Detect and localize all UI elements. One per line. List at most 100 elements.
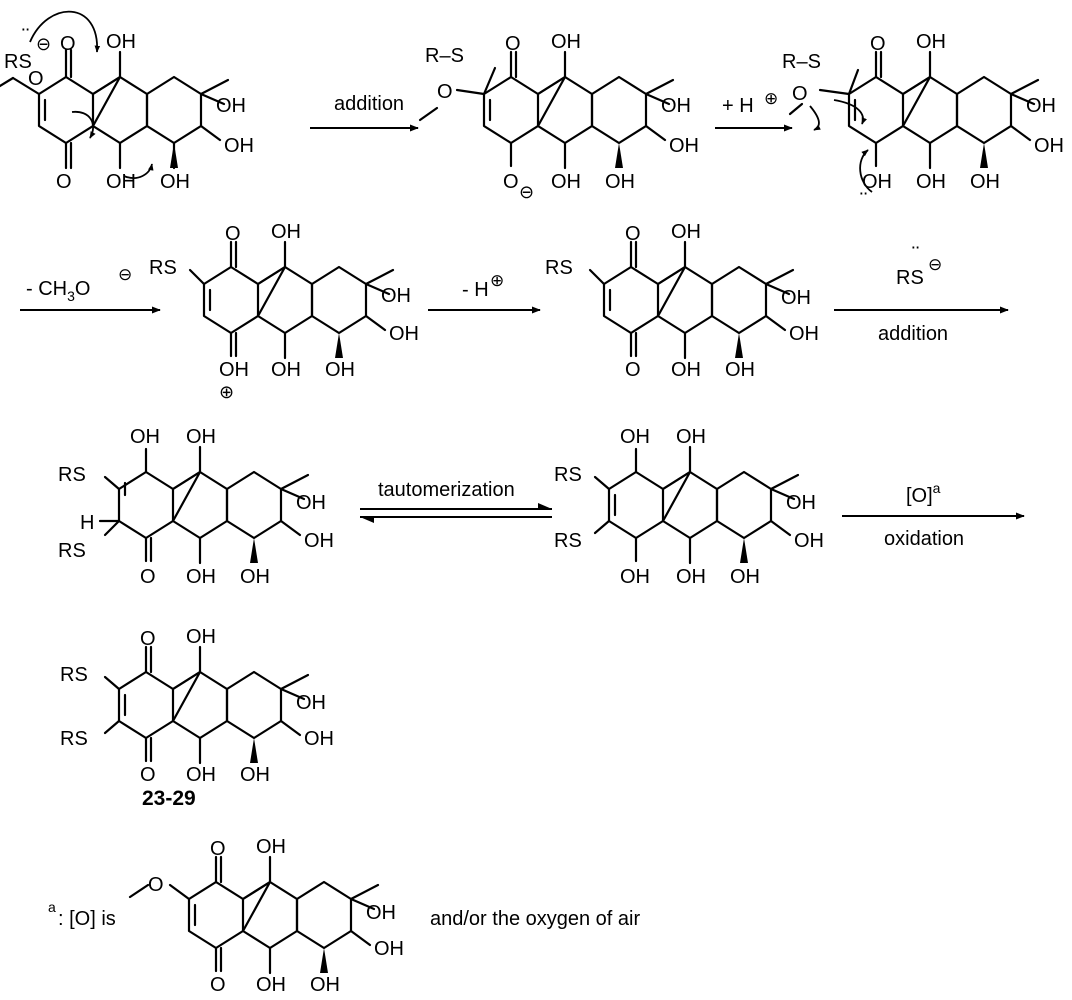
positive-charge: ⊕ bbox=[490, 271, 504, 290]
hydroxyl-label: OH bbox=[620, 426, 650, 448]
hydroxyl-label: OH bbox=[916, 31, 946, 53]
hydroxyl-label: OH bbox=[366, 902, 396, 924]
enolate-oxygen: O bbox=[503, 171, 519, 193]
negative-charge: ⊖ bbox=[36, 34, 51, 54]
molecule-product: RS RS O O OH OH OH OH OH bbox=[60, 626, 334, 786]
hydroxyl-label: OH bbox=[676, 426, 706, 448]
hydroxyl-label: OH bbox=[186, 566, 216, 588]
step-label: oxidation bbox=[884, 528, 964, 550]
positive-charge: ⊕ bbox=[219, 382, 234, 402]
quinone-oxygen-top: O bbox=[625, 223, 641, 245]
enol-hydroxyl: OH bbox=[862, 171, 892, 193]
hydroxyl-label: OH bbox=[304, 530, 334, 552]
ketone-oxygen: O bbox=[140, 566, 156, 588]
hydroxyl-label: OH bbox=[381, 285, 411, 307]
step-label: addition bbox=[334, 93, 404, 115]
thioether-label: RS bbox=[58, 464, 86, 486]
positive-charge: ⊕ bbox=[764, 89, 778, 108]
hydroxyl-label: OH bbox=[551, 31, 581, 53]
hydroxyl-label: OH bbox=[240, 764, 270, 786]
hydroxyl-label: OH bbox=[676, 566, 706, 588]
reaction-arrow-deprotonation: - H ⊕ bbox=[428, 271, 541, 314]
hydroxyl-label: OH bbox=[781, 287, 811, 309]
product-compound-number: 23-29 bbox=[142, 787, 196, 810]
reaction-arrow-protonation: + H ⊕ bbox=[715, 89, 793, 132]
molecule-protonated-adduct: R–S O O OH ¨ OH OH OH OH OH bbox=[782, 31, 1064, 213]
molecule-oxonium-intermediate: RS O OH ⊕ OH OH OH OH OH bbox=[149, 221, 419, 402]
curly-arrow bbox=[71, 111, 96, 139]
molecule-dithio-hydroquinone: RS RS OH OH OH OH OH OH OH bbox=[554, 426, 824, 588]
quinone-oxygen-top: O bbox=[210, 838, 226, 860]
negative-charge: ⊖ bbox=[118, 265, 132, 284]
molecule-start: O O O OH OH OH OH OH bbox=[0, 31, 254, 193]
lone-pair-dots: ¨ bbox=[22, 24, 29, 49]
step-label: addition bbox=[878, 323, 948, 345]
hydroxyl-label: OH bbox=[106, 171, 136, 193]
footnote-text-left: : [O] is bbox=[58, 908, 116, 930]
curly-arrow bbox=[809, 105, 821, 131]
negative-charge: ⊖ bbox=[519, 182, 534, 202]
reaction-arrow-tautomerization: tautomerization bbox=[360, 479, 552, 523]
hydroxyl-label: OH bbox=[916, 171, 946, 193]
hydroxyl-label: OH bbox=[389, 323, 419, 345]
negative-charge: ⊖ bbox=[928, 255, 942, 274]
curly-arrow bbox=[123, 163, 154, 179]
hydroxyl-label: OH bbox=[256, 836, 286, 858]
methoxy-oxygen: O bbox=[437, 81, 453, 103]
oxonium-hydroxyl: OH bbox=[219, 359, 249, 381]
thioether-label: RS bbox=[60, 664, 88, 686]
thioether-label: RS bbox=[545, 257, 573, 279]
thioether-label: RS bbox=[60, 728, 88, 750]
hydroxyl-label: OH bbox=[970, 171, 1000, 193]
thioether-label: RS bbox=[149, 257, 177, 279]
molecule-adduct: R–S O O O ⊖ OH OH OH OH OH bbox=[418, 31, 699, 202]
hydroxyl-label: OH bbox=[256, 974, 286, 996]
hydroxyl-label: OH bbox=[1034, 135, 1064, 157]
reaction-arrow-second-addition: RS ¨ ⊖ addition bbox=[834, 242, 1009, 345]
nucleophile-label: RS bbox=[4, 51, 32, 73]
hydroxyl-label: OH bbox=[669, 135, 699, 157]
step-label: RS bbox=[896, 267, 924, 289]
quinone-oxygen-top: O bbox=[505, 33, 521, 55]
hydroxyl-label: OH bbox=[240, 566, 270, 588]
hydroxyl-label: OH bbox=[725, 359, 755, 381]
hydroxyl-label: OH bbox=[224, 135, 254, 157]
quinone-oxygen-bottom: O bbox=[56, 171, 72, 193]
footnote: a : [O] is and/or the oxygen of air bbox=[48, 899, 640, 930]
step-label: + H bbox=[722, 95, 754, 117]
step-label: [O]a bbox=[906, 480, 941, 507]
step-label: - CH3O bbox=[26, 278, 90, 304]
hydroxyl-label: OH bbox=[786, 492, 816, 514]
thioether-label: RS bbox=[554, 530, 582, 552]
thioether-label: RS bbox=[58, 540, 86, 562]
hydroxyl-label: OH bbox=[1026, 95, 1056, 117]
molecule-dithio-keto: RS H RS OH O OH OH OH OH OH bbox=[58, 426, 334, 588]
hydroxyl-label: OH bbox=[160, 171, 190, 193]
quinone-oxygen-top: O bbox=[870, 33, 886, 55]
hydroxyl-label: OH bbox=[325, 359, 355, 381]
hydroxyl-label: OH bbox=[794, 530, 824, 552]
hydroxyl-label: OH bbox=[304, 728, 334, 750]
hydroxyl-label: OH bbox=[296, 692, 326, 714]
hydroxyl-label: OH bbox=[730, 566, 760, 588]
reaction-arrow-addition: addition bbox=[310, 93, 419, 132]
hydroxyl-label: OH bbox=[186, 764, 216, 786]
hydroxyl-label: OH bbox=[605, 171, 635, 193]
step-label: tautomerization bbox=[378, 479, 515, 501]
hydroxyl-label: OH bbox=[620, 566, 650, 588]
lone-pair-dots: ¨ bbox=[860, 188, 867, 213]
hydroxyl-label: OH bbox=[789, 323, 819, 345]
hydroxyl-label: OH bbox=[310, 974, 340, 996]
quinone-oxygen-bottom: O bbox=[210, 974, 226, 996]
quinone-oxygen-top: O bbox=[225, 223, 241, 245]
thioether-label: R–S bbox=[782, 51, 821, 73]
enol-hydroxyl: OH bbox=[130, 426, 160, 448]
hydroxyl-label: OH bbox=[271, 221, 301, 243]
quinone-oxygen-bottom: O bbox=[625, 359, 641, 381]
hydroxyl-label: OH bbox=[186, 426, 216, 448]
methine-hydrogen: H bbox=[80, 512, 94, 534]
hydroxyl-label: OH bbox=[661, 95, 691, 117]
footnote-text-right: and/or the oxygen of air bbox=[430, 908, 640, 930]
hydroxyl-label: OH bbox=[186, 626, 216, 648]
thioether-label: RS bbox=[554, 464, 582, 486]
